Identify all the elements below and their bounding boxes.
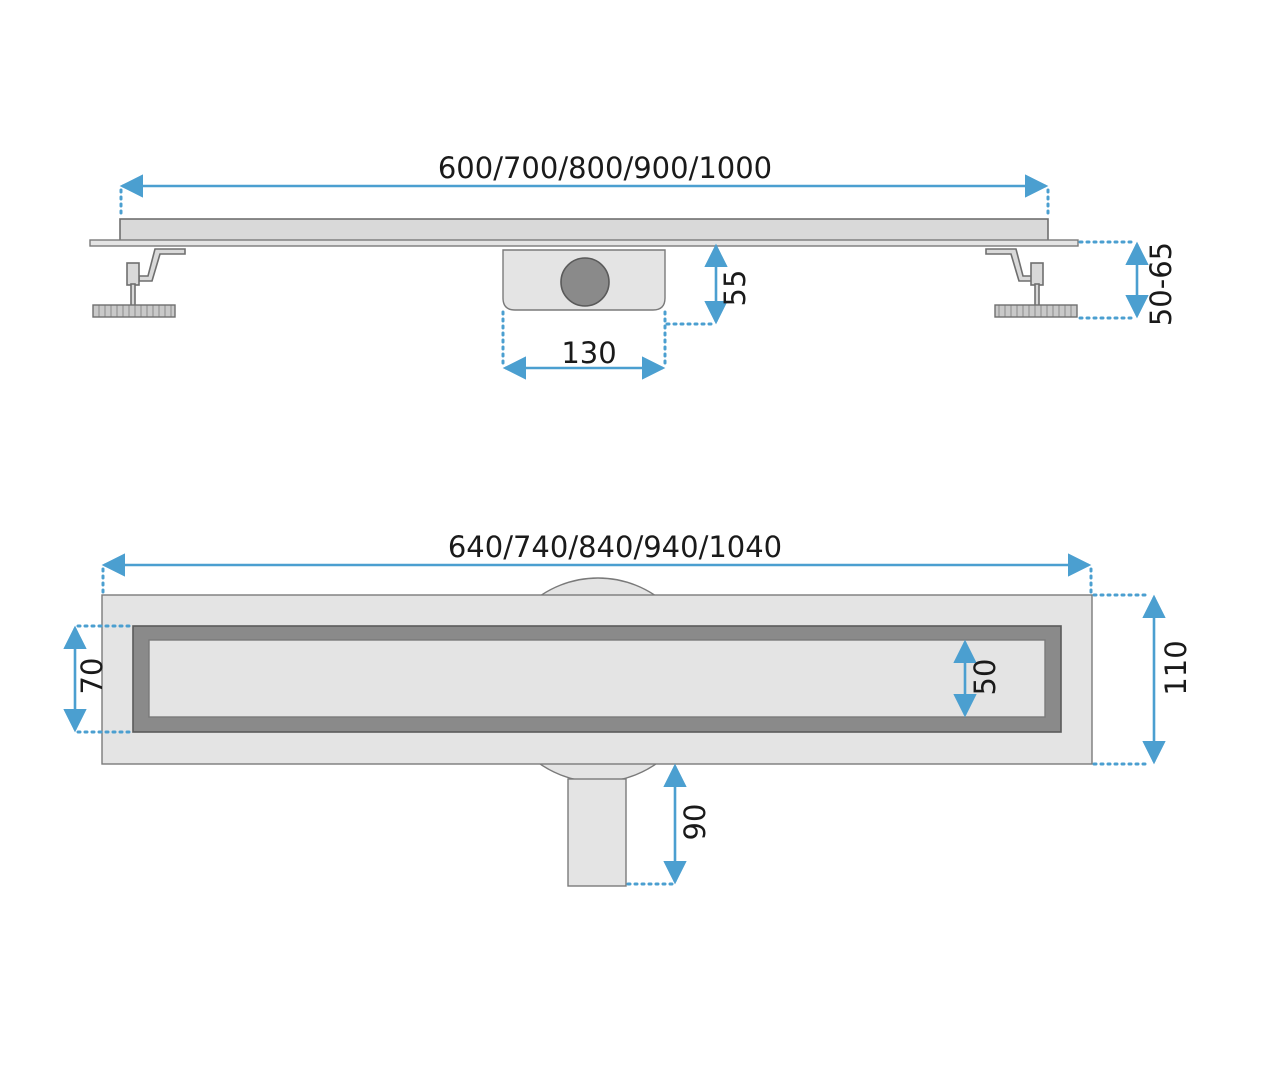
- side-length-dimension: 600/700/800/900/1000: [119, 151, 1050, 219]
- outlet-length-dimension: 90: [626, 763, 712, 886]
- outlet-pipe: [567, 778, 627, 887]
- top-length-label: 640/740/840/940/1040: [448, 530, 782, 564]
- feet-height-label: 50-65: [1144, 242, 1178, 326]
- inner-width-dimension: 50: [953, 639, 1002, 718]
- outlet-width-dimension: 130: [501, 310, 667, 380]
- total-width-dimension: 110: [1092, 593, 1193, 766]
- outlet-width-label: 130: [561, 336, 616, 370]
- grate-width-label: 70: [75, 658, 109, 695]
- side-length-label: 600/700/800/900/1000: [438, 151, 772, 185]
- channel-flange: [89, 239, 1079, 247]
- feet-height-dimension: 50-65: [1078, 240, 1178, 326]
- top-length-dimension: 640/740/840/940/1040: [101, 530, 1093, 595]
- outlet-length-label: 90: [678, 804, 712, 841]
- side-view: 600/700/800/900/1000 130 55 50-65: [89, 151, 1178, 380]
- total-width-label: 110: [1159, 640, 1193, 695]
- grate-panel: [148, 639, 1046, 718]
- outlet-height-dimension: 55: [665, 243, 752, 326]
- left-adjustable-foot: [92, 248, 186, 318]
- outlet-pipe-end: [560, 257, 610, 307]
- right-adjustable-foot: [985, 248, 1078, 318]
- top-view: 640/740/840/940/1040 70 50 110 90: [63, 530, 1193, 887]
- grate-width-dimension: 70: [63, 624, 133, 734]
- inner-width-label: 50: [968, 659, 1002, 696]
- outlet-height-label: 55: [718, 270, 752, 307]
